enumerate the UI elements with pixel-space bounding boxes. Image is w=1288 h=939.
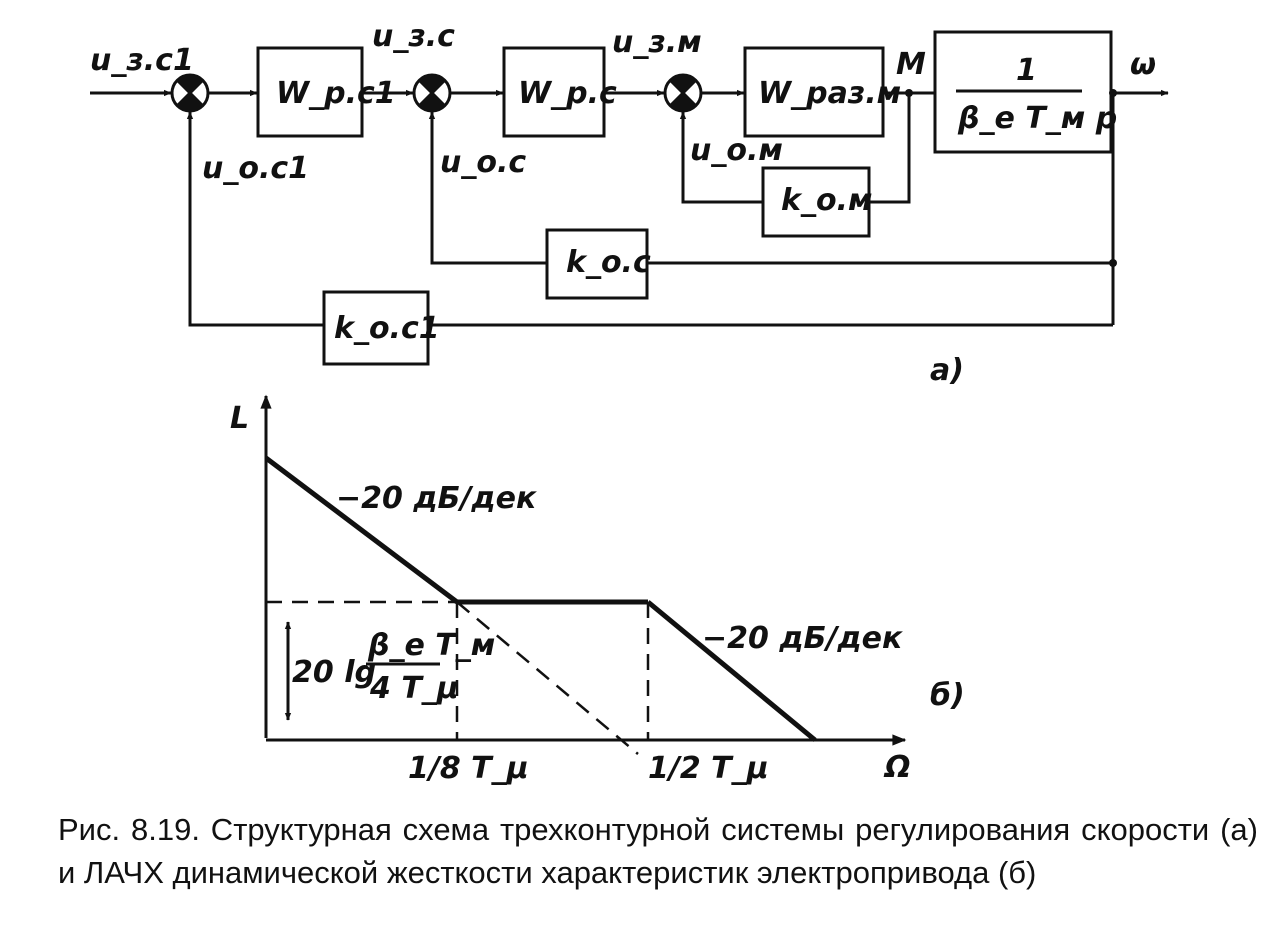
label-moment: M: [896, 47, 926, 82]
label-k-om: k_о.м: [781, 183, 872, 218]
lafc-segment-3: [646, 600, 817, 742]
label-w-rs1: W_р.с1: [276, 76, 396, 111]
label-input-signal: u_з.с1: [90, 43, 194, 78]
lafc-segment-1: [264, 456, 459, 604]
x-tick-label-1: 1/8 T_μ: [408, 751, 529, 786]
plant-denominator: β_e T_м p: [957, 101, 1117, 136]
level-fraction-num: β_e T_м: [367, 628, 495, 663]
label-u-os: u_о.с: [440, 145, 526, 180]
level-fraction-den: 4 T_μ: [369, 671, 459, 706]
level-label: 20 lg: [292, 655, 376, 690]
label-u-zs: u_з.с: [372, 19, 455, 54]
figure-caption: Рис. 8.19. Структурная схема трехконтурн…: [58, 812, 1258, 890]
wire-kom-sj3: [679, 111, 763, 204]
wire-moment-feedback: [869, 93, 911, 204]
y-axis-label: L: [230, 401, 249, 436]
label-w-razm: W_раз.м: [758, 76, 901, 111]
label-u-os1: u_о.с1: [202, 151, 309, 186]
panel-label-a: а): [930, 353, 964, 388]
label-u-zm: u_з.м: [612, 25, 702, 60]
dashed-extension: [456, 601, 639, 755]
summing-junction-3: [663, 73, 703, 113]
x-axis-label: Ω: [883, 750, 911, 785]
panel-label-b: б): [930, 678, 965, 713]
block-k-os1: [322, 290, 430, 366]
label-w-rs: W_р.с: [518, 76, 617, 111]
summing-junction-2: [412, 73, 452, 113]
wire-kos-sj2: [428, 111, 547, 265]
block-diagram: W_р.с1 W_р.с W_раз.м 1 β_e T_м p k_о.м k…: [90, 19, 1169, 388]
slope-label-2: −20 дБ/дек: [702, 621, 903, 656]
slope-label-1: −20 дБ/дек: [336, 481, 537, 516]
label-u-om: u_о.м: [690, 133, 783, 168]
wire-kos1-sj1: [186, 111, 324, 327]
summing-junction-1: [170, 73, 210, 113]
x-tick-label-2: 1/2 T_μ: [648, 751, 769, 786]
label-k-os1: k_о.с1: [334, 311, 440, 346]
lafc-chart: L Ω 20 lg β_e T_м 4 T_μ −20 дБ/дек −20 д…: [230, 394, 965, 786]
label-k-os: k_о.с: [566, 245, 651, 280]
label-output-signal: ω: [1130, 47, 1156, 82]
plant-numerator: 1: [1016, 53, 1037, 88]
